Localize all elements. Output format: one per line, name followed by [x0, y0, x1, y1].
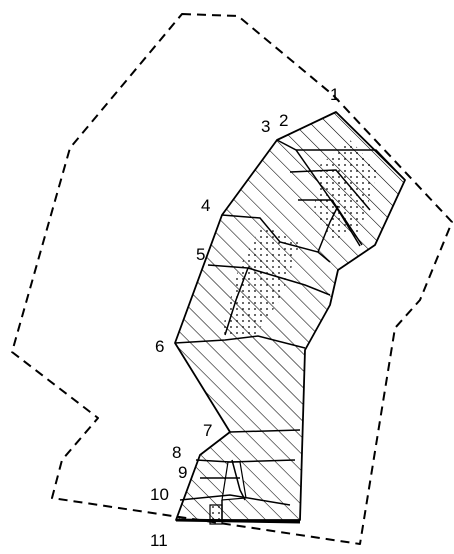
point-label-1: 1	[330, 85, 340, 104]
point-label-2: 2	[279, 111, 289, 130]
point-label-4: 4	[201, 196, 211, 215]
point-label-11: 11	[150, 531, 168, 550]
point-label-9: 9	[178, 463, 188, 482]
point-label-8: 8	[172, 443, 182, 462]
hatched-body	[174, 111, 406, 521]
point-label-5: 5	[196, 245, 206, 264]
division-lines	[174, 139, 406, 520]
point-label-6: 6	[155, 337, 165, 356]
base-line	[175, 518, 301, 524]
outer-dashed-boundary	[11, 13, 453, 545]
point-label-7: 7	[203, 421, 213, 440]
point-label-10: 10	[150, 485, 169, 504]
point-label-3: 3	[261, 117, 271, 136]
